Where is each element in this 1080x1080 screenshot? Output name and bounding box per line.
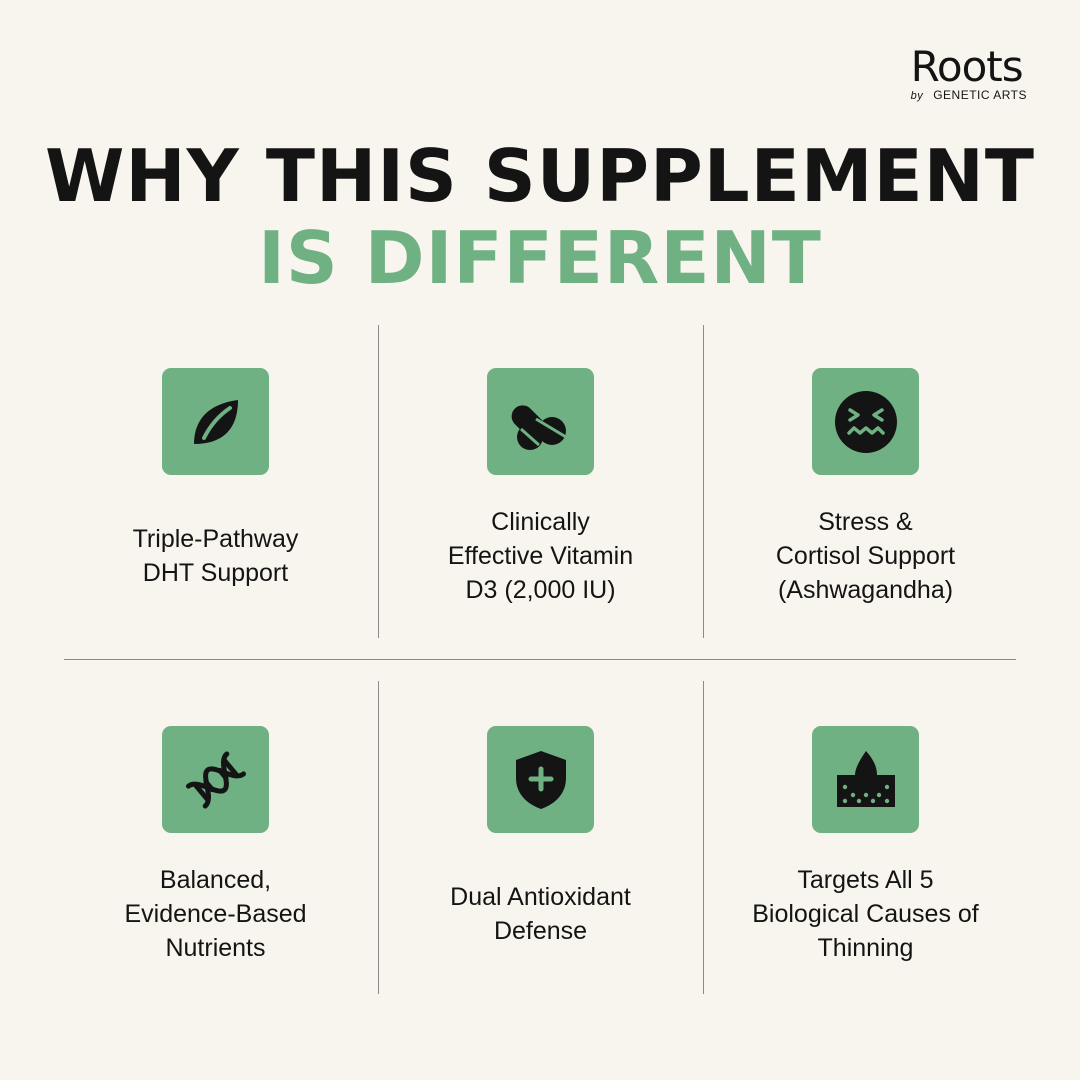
feature-icon-tile bbox=[487, 726, 594, 833]
divider-vertical-top-right bbox=[703, 325, 704, 638]
feature-label-text: Triple-Pathway DHT Support bbox=[132, 525, 299, 587]
feature-card-nutrients: Balanced, Evidence-Based Nutrients bbox=[53, 726, 378, 962]
feature-label-text: Targets All 5 Biological Causes of Thinn… bbox=[752, 866, 979, 962]
feature-label-text: Dual Antioxidant Defense bbox=[450, 883, 631, 945]
leaf-icon bbox=[188, 394, 244, 450]
feature-icon-tile bbox=[162, 726, 269, 833]
divider-vertical-bottom-right bbox=[703, 681, 704, 994]
feature-card-thinning: Targets All 5 Biological Causes of Thinn… bbox=[703, 726, 1028, 962]
feature-card-antioxidant: Dual Antioxidant Defense bbox=[378, 726, 703, 945]
divider-vertical-bottom-left bbox=[378, 681, 379, 994]
feature-label: Triple-Pathway DHT Support bbox=[53, 505, 378, 607]
headline-line-1: WHY THIS SUPPLEMENT bbox=[44, 134, 1036, 218]
feature-icon-tile bbox=[812, 368, 919, 475]
stressed-face-icon bbox=[832, 388, 900, 456]
feature-card-dht: Triple-Pathway DHT Support bbox=[53, 368, 378, 587]
headline-line-2: IS DIFFERENT bbox=[258, 216, 822, 300]
feature-icon-tile bbox=[487, 368, 594, 475]
feature-label: Balanced, Evidence-Based Nutrients bbox=[53, 863, 378, 965]
brand-company: GENETIC ARTS bbox=[933, 88, 1027, 102]
headline: WHY THIS SUPPLEMENT IS DIFFERENT bbox=[0, 135, 1080, 299]
feature-label-text: Balanced, Evidence-Based Nutrients bbox=[124, 866, 307, 962]
brand-logo: Roots by GENETIC ARTS bbox=[910, 42, 1027, 103]
dna-icon bbox=[181, 745, 251, 815]
feature-card-vitamin-d3: Clinically Effective Vitamin D3 (2,000 I… bbox=[378, 368, 703, 604]
feature-label: Dual Antioxidant Defense bbox=[378, 863, 703, 965]
brand-byline: by GENETIC ARTS bbox=[911, 88, 1027, 102]
divider-vertical-top-left bbox=[378, 325, 379, 638]
feature-label: Clinically Effective Vitamin D3 (2,000 I… bbox=[378, 505, 703, 607]
feature-label-text: Stress & Cortisol Support (Ashwagandha) bbox=[775, 508, 956, 604]
feature-label: Targets All 5 Biological Causes of Thinn… bbox=[703, 863, 1028, 965]
feature-card-stress: Stress & Cortisol Support (Ashwagandha) bbox=[703, 368, 1028, 604]
shield-plus-icon bbox=[511, 748, 571, 812]
feature-label: Stress & Cortisol Support (Ashwagandha) bbox=[703, 505, 1028, 607]
feature-icon-tile bbox=[162, 368, 269, 475]
divider-horizontal bbox=[64, 659, 1016, 660]
brand-name: Roots bbox=[910, 42, 1024, 91]
brand-by: by bbox=[910, 90, 924, 102]
feature-label-text: Clinically Effective Vitamin D3 (2,000 I… bbox=[447, 508, 634, 604]
feature-icon-tile bbox=[812, 726, 919, 833]
pills-icon bbox=[508, 389, 574, 455]
scalp-drop-icon bbox=[833, 747, 899, 813]
